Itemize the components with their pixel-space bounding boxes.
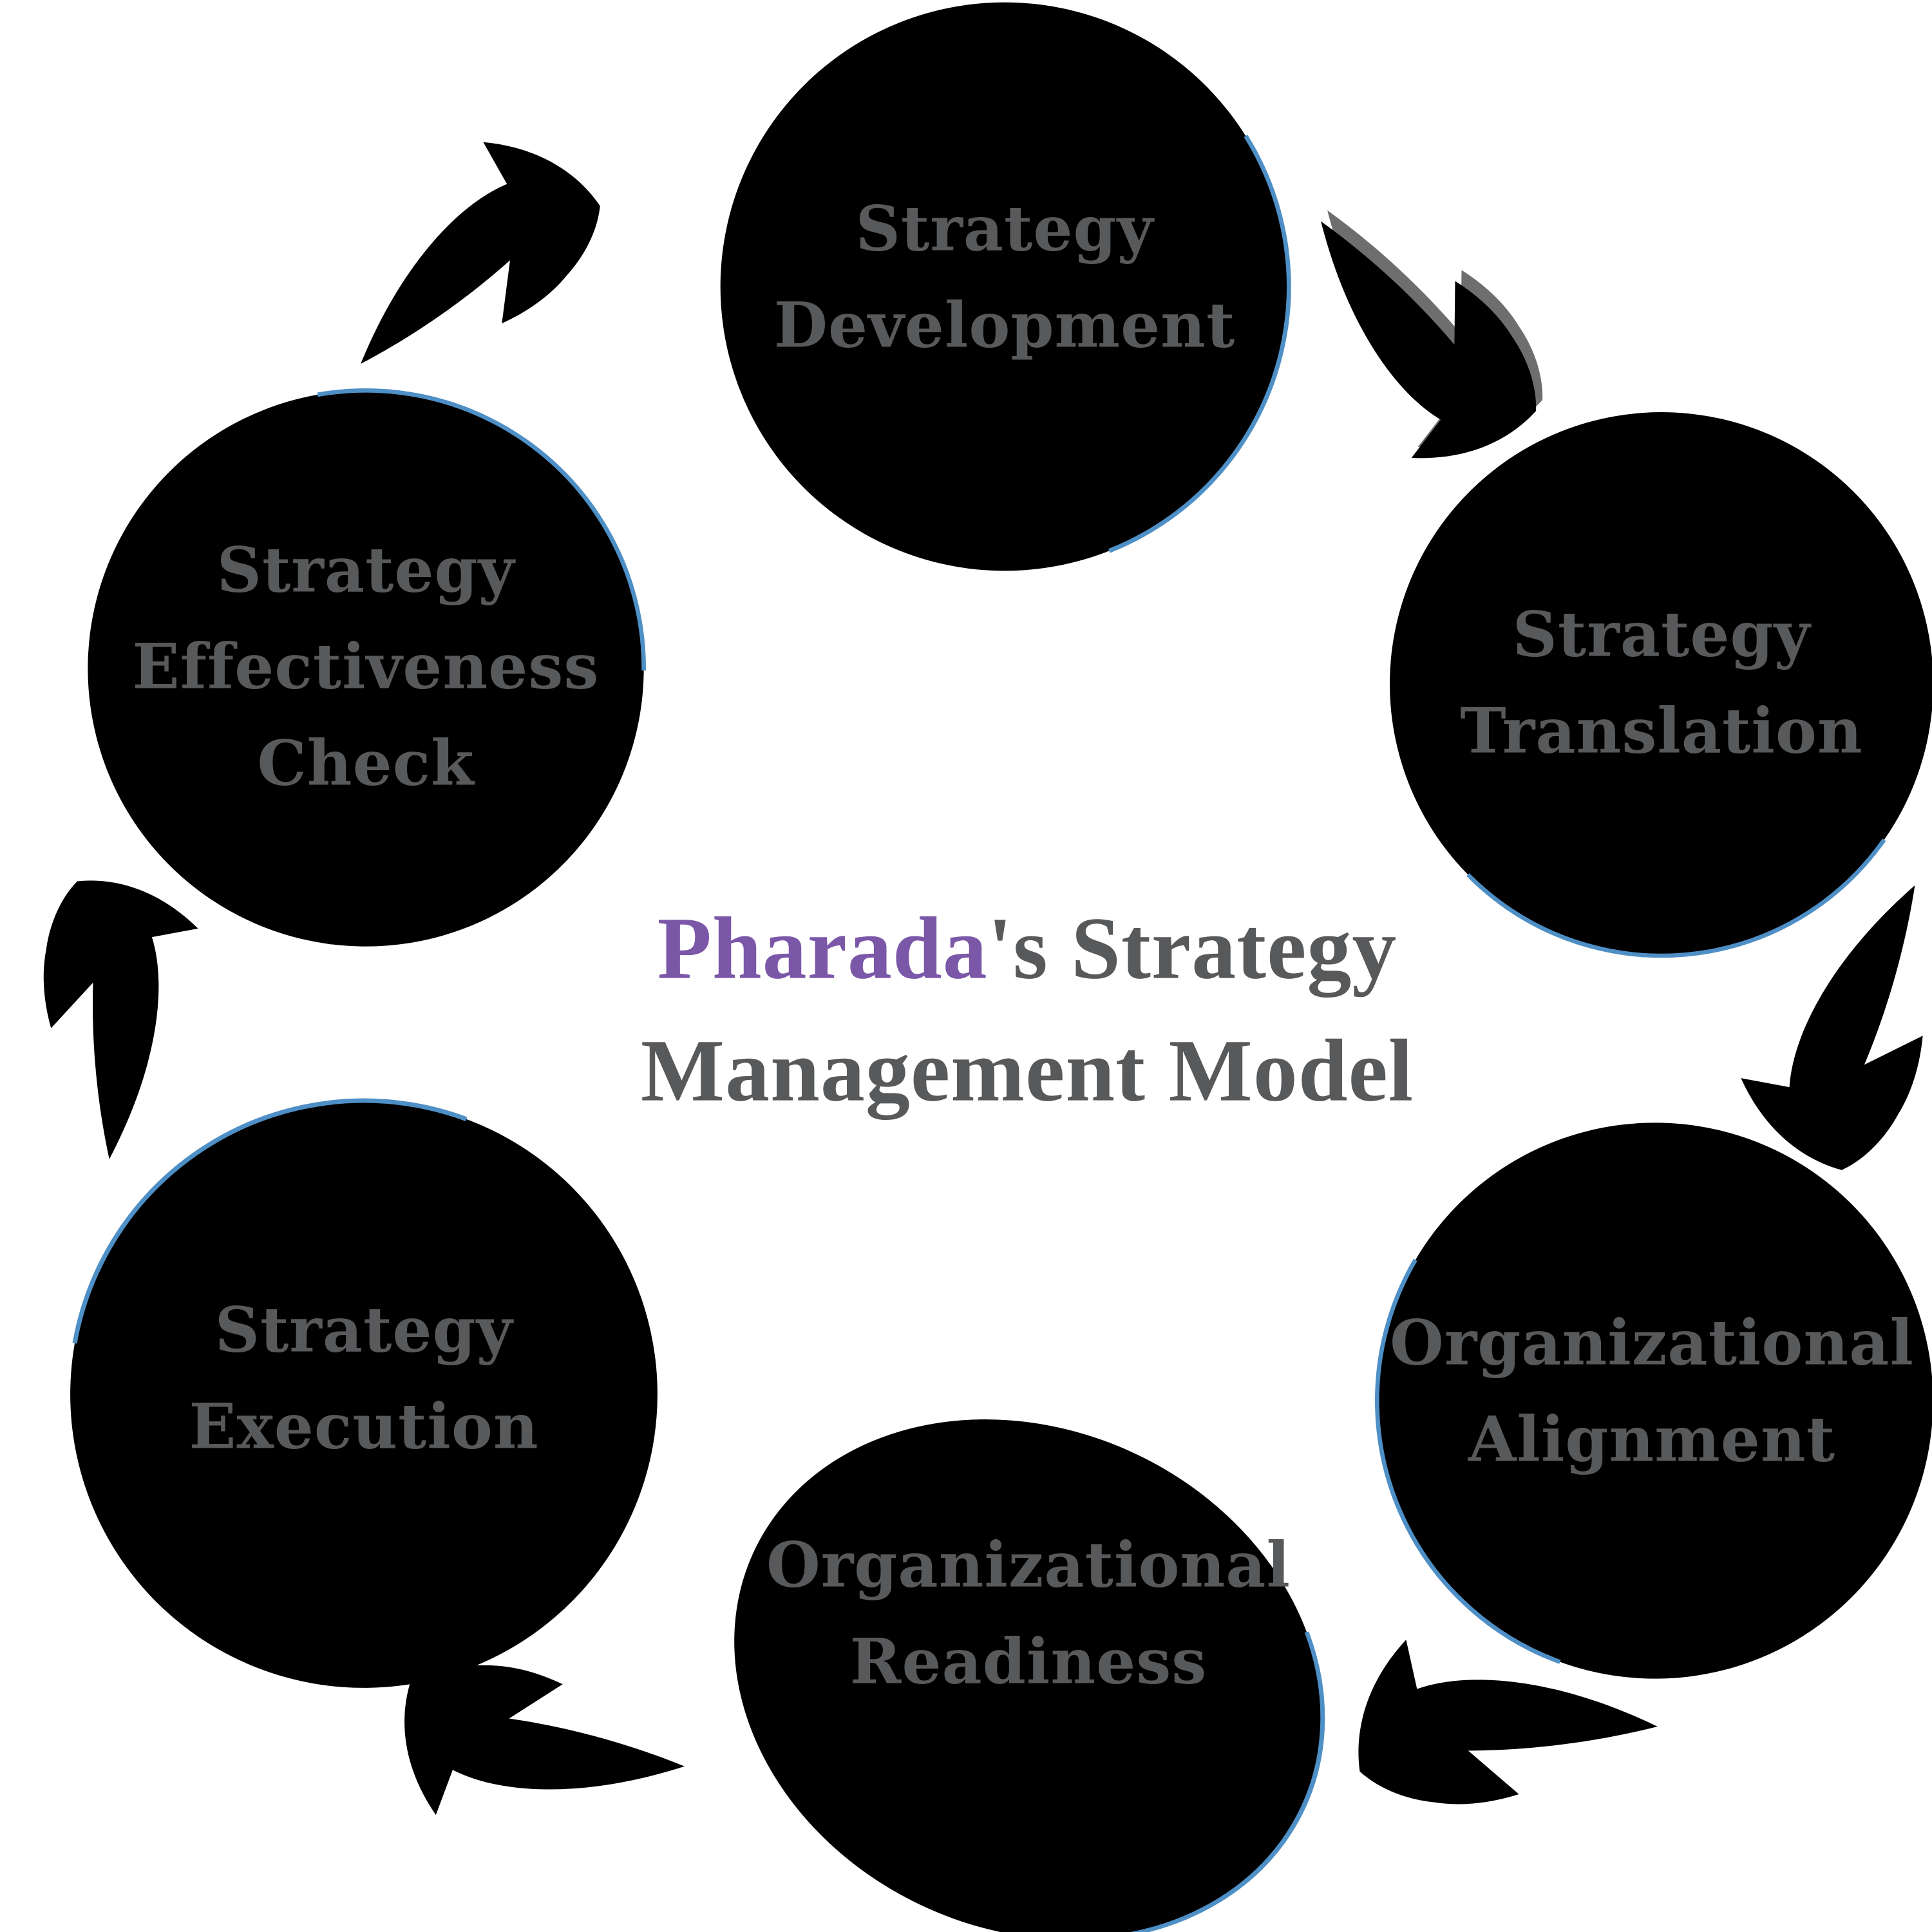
node-label-line: Strategy	[214, 1293, 513, 1367]
node-label-line: Strategy	[855, 192, 1154, 265]
diagram-title: Pharada's Strategy Management Model	[641, 887, 1414, 1133]
node-label-line: Organizational	[766, 1528, 1291, 1602]
node-label-line: Strategy	[1512, 598, 1811, 671]
node-label-organizational-alignment: Organizational Alignment	[1390, 1294, 1914, 1488]
arrow-effectiveness-to-development-icon	[316, 118, 623, 365]
node-label-line: Readiness	[849, 1625, 1208, 1698]
node-label-strategy-translation: Strategy Translation	[1460, 586, 1862, 779]
node-label-line: Organizational	[1390, 1306, 1914, 1379]
node-label-line: Strategy	[216, 533, 515, 607]
title-suffix: 's Strategy	[987, 898, 1397, 998]
node-label-line: Check	[257, 726, 475, 799]
node-label-line: Translation	[1460, 694, 1863, 767]
node-label-strategy-effectiveness-check: Strategy Effectiveness Check	[133, 522, 600, 811]
node-label-line: Effectiveness	[132, 630, 600, 703]
node-label-line: Development	[773, 289, 1236, 361]
node-label-strategy-execution: Strategy Execution	[189, 1282, 538, 1475]
node-label-strategy-development: Strategy Development	[774, 180, 1236, 374]
node-label-organizational-readiness: Organizational Readiness	[766, 1517, 1291, 1710]
title-line-1: Pharada's Strategy	[641, 887, 1414, 1010]
title-line-2: Management Model	[640, 1021, 1414, 1120]
node-label-line: Alignment	[1468, 1403, 1836, 1475]
brand-name: Pharada	[657, 898, 988, 998]
node-label-line: Execution	[189, 1390, 539, 1463]
